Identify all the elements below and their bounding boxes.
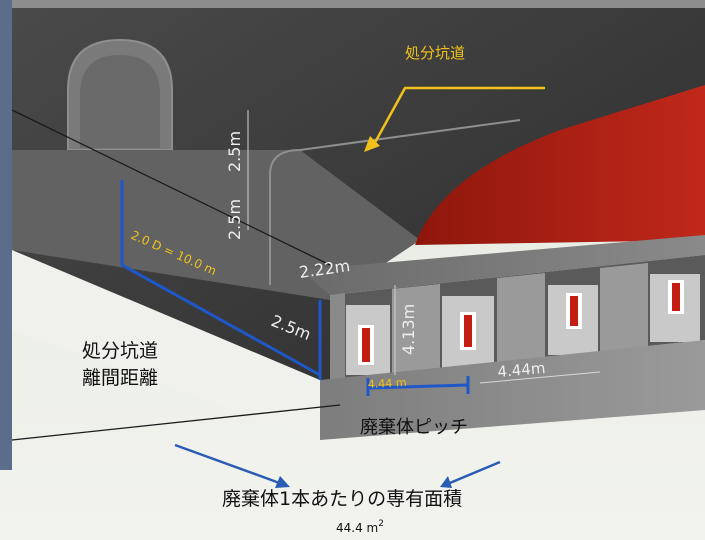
area-arrow-right-head: [440, 476, 452, 488]
area-value-number: 44.4 m: [336, 521, 378, 535]
waste-pitch-label: 廃棄体ピッチ: [360, 417, 468, 438]
disposal-tunnel-label: 処分坑道: [405, 44, 465, 62]
area-arrow-left: [174, 443, 286, 487]
area-title: 廃棄体1本あたりの専有面積: [222, 488, 462, 510]
block-left-side: [12, 250, 320, 440]
leader-line-top: [11, 109, 331, 266]
area-value-exponent: 2: [378, 519, 384, 529]
canister-1: [358, 325, 374, 365]
canister-2: [460, 312, 476, 350]
height-lower-label: 2.5m: [225, 199, 244, 240]
pillar-0: [330, 293, 345, 382]
disposal-tunnel-red: [415, 85, 705, 245]
canister-3: [566, 293, 582, 329]
callout-arrow-line: [370, 86, 545, 149]
pitch-dim-line-2: [479, 371, 601, 384]
end-tunnel-inner: [80, 55, 160, 148]
pillar-2: [497, 273, 545, 367]
left-edge-texture: [0, 0, 12, 470]
callout-arrow-head: [364, 136, 380, 152]
pitch-left-label: 4.44 m: [367, 376, 406, 391]
pillar-1: [392, 284, 440, 378]
pillar-3: [600, 263, 648, 357]
leader-line-bottom: [11, 404, 341, 441]
area-arrow-right: [444, 460, 501, 487]
height-upper-label: 2.5m: [225, 131, 244, 172]
tunnel-spacing-line1: 処分坑道: [82, 340, 158, 362]
tunnel-spacing-line2: 離間距離: [82, 367, 158, 389]
pitch-dim-line: [367, 383, 469, 390]
block-front-lower: [320, 340, 705, 440]
block-top-edge: [12, 0, 705, 8]
canister-4: [668, 280, 684, 314]
slab-top: [300, 235, 705, 295]
gallery-floor: [12, 150, 420, 300]
hole-depth-label: 4.13m: [399, 304, 418, 355]
area-value: 44.4 m2: [336, 519, 384, 535]
pitch-right-label: 4.44m: [497, 359, 546, 381]
tunnel-spacing-dim: [120, 180, 321, 377]
area-arrow-left-head: [275, 476, 290, 488]
tunnel-ghost-outline: [269, 119, 521, 285]
